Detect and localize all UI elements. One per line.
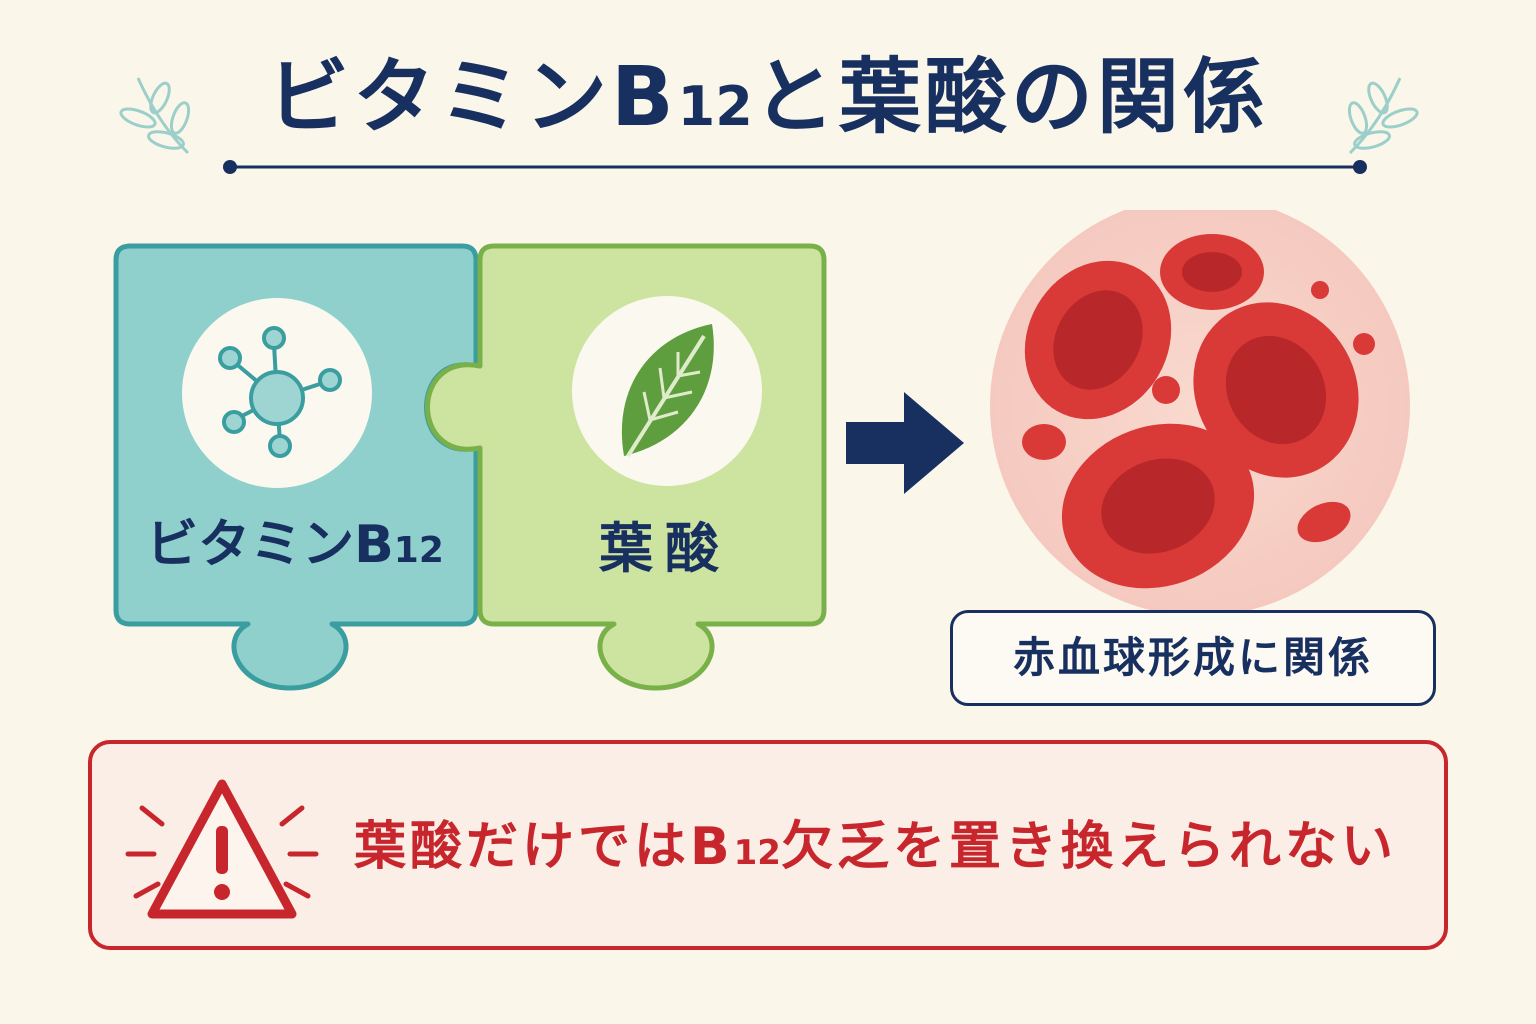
left-laurel-icon [119, 77, 191, 155]
b12-label-main: ビタミンB [146, 515, 394, 575]
blood-cell [1193, 302, 1359, 478]
blood-cell [1024, 260, 1172, 420]
red-blood-cells-icon [990, 210, 1410, 616]
warning-text: 葉酸だけではB12欠乏を置き換えられない [354, 802, 1424, 898]
blood-cell [1061, 423, 1255, 589]
title-subscript: 12 [677, 75, 753, 138]
b12-label: ビタミンB12 [130, 510, 460, 586]
title-rest: と葉酸の関係 [752, 50, 1269, 145]
title-underline [223, 160, 1367, 174]
folate-label: 葉酸 [599, 517, 731, 580]
title-main: ビタミンB [267, 50, 678, 145]
blood-cell [1160, 234, 1264, 310]
molecule-icon [218, 326, 342, 458]
b12-label-subscript: 12 [393, 530, 444, 571]
warning-triangle-icon [125, 779, 319, 919]
warning-text-subscript: 12 [733, 833, 781, 873]
b12-icon-circle [182, 298, 372, 488]
leaf-icon [621, 324, 714, 458]
result-label-box: 赤血球形成に関係 [950, 610, 1436, 706]
right-laurel-icon [1347, 77, 1419, 155]
folate-icon-circle [572, 296, 762, 486]
arrow-right-icon [846, 392, 964, 494]
warning-text-before: 葉酸だけではB [354, 817, 734, 877]
result-label: 赤血球形成に関係 [1012, 633, 1373, 682]
warning-text-after: 欠乏を置き換えられない [780, 817, 1397, 877]
warning-box: 葉酸だけではB12欠乏を置き換えられない [88, 740, 1448, 950]
page-title: ビタミンB12と葉酸の関係 [0, 48, 1536, 157]
